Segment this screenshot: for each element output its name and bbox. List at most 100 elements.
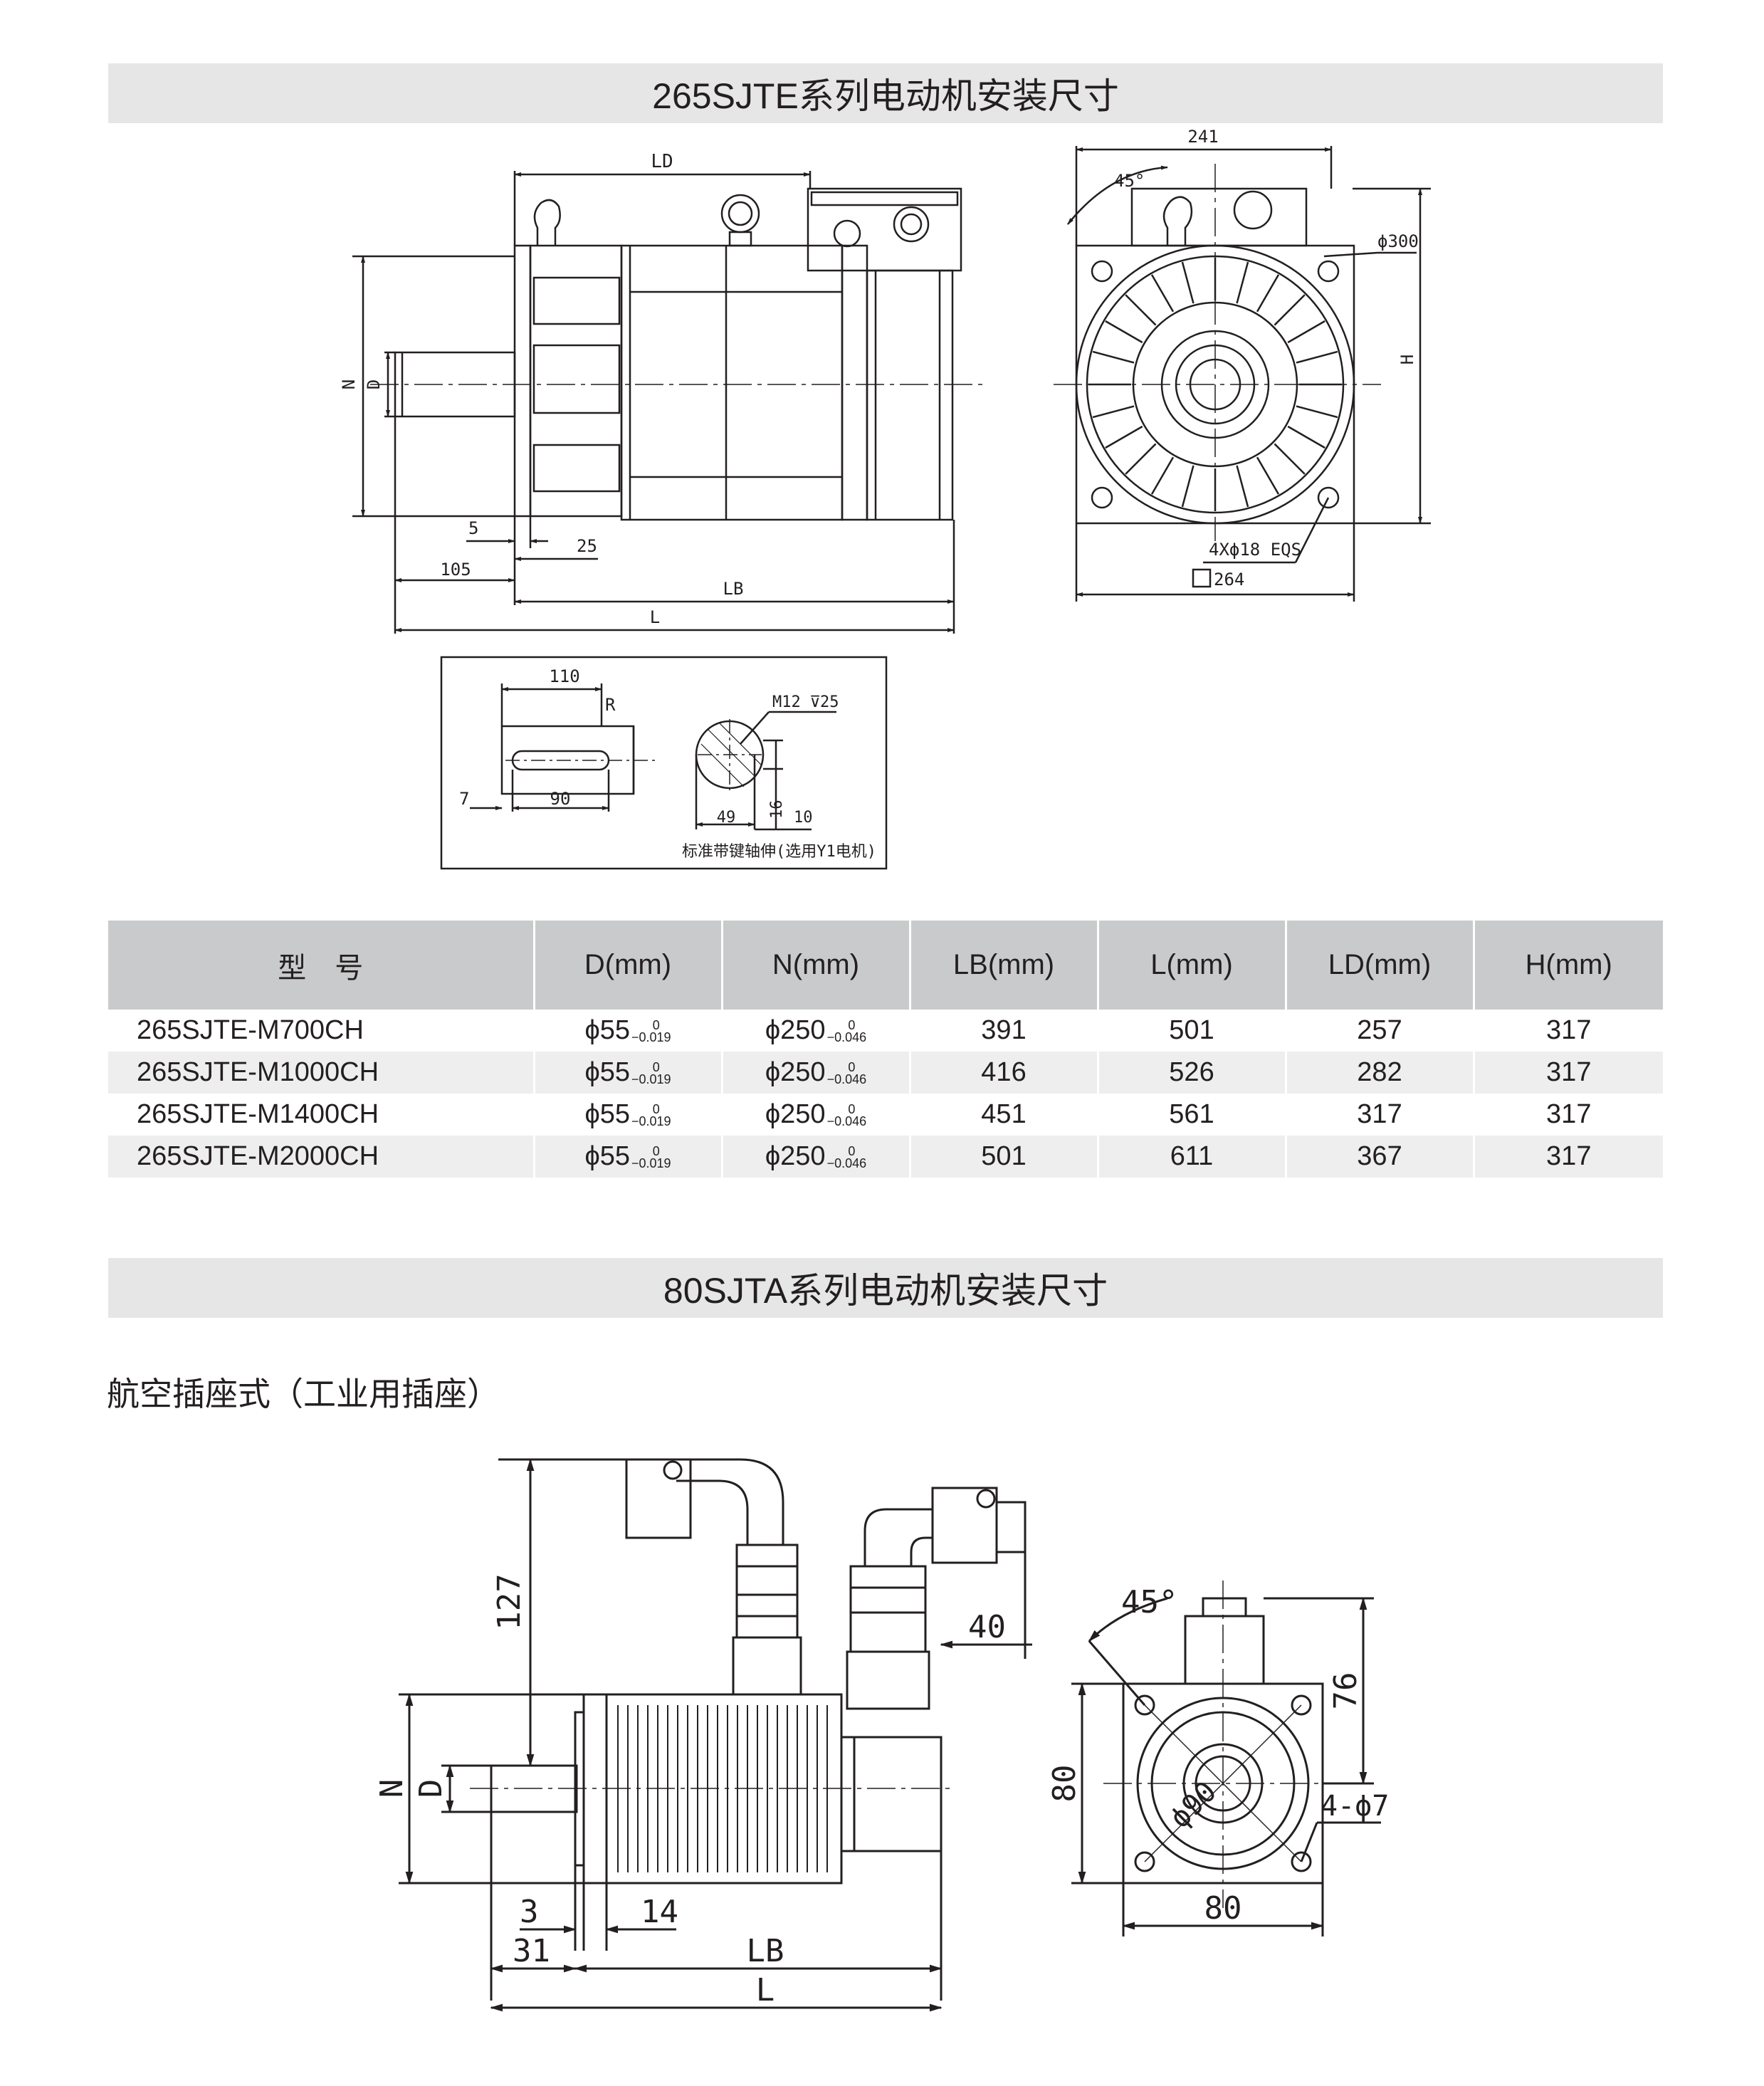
fin-line (1125, 443, 1157, 475)
detail-10: 10 (794, 809, 813, 827)
fin-line (1092, 405, 1135, 419)
rear-cap (840, 1736, 943, 1852)
dim-127: 127 (491, 1573, 527, 1630)
section-title-bar: 265SJTE系列电动机安装尺寸 (108, 63, 1663, 123)
terminal-box-top (1130, 187, 1308, 247)
detail-m12: M12 (772, 693, 801, 711)
motor-80-side-view: 127 40 N D 3 14 31 LB L (374, 1458, 1032, 2012)
cell-model: 265SJTE-M1000CH (108, 1052, 535, 1094)
fin-line (1092, 350, 1135, 364)
dim-d: D (364, 379, 384, 389)
mount-hole (1317, 260, 1340, 283)
mount-hole (1291, 1851, 1312, 1872)
cell-ld: 282 (1286, 1052, 1475, 1094)
cell-lb: 501 (910, 1136, 1099, 1178)
fin-line (1236, 465, 1249, 508)
dim-h: H (1397, 355, 1417, 365)
fin-line (1287, 425, 1325, 449)
dim-105: 105 (440, 560, 471, 580)
connector-top (1184, 1615, 1265, 1685)
dim-l: L (650, 607, 660, 627)
fin-line (1181, 261, 1195, 304)
shaft-detail: 110 R 7 90 M12 ⊽ 25 49 16 10 标准带键轴伸(选用Y1… (440, 656, 888, 870)
dim-holes: 4Xϕ18 EQS (1209, 540, 1301, 560)
section-title: 265SJTE系列电动机安装尺寸 (652, 76, 1119, 116)
terminal-box (807, 187, 962, 272)
eye-bolt (720, 194, 760, 234)
cell-h: 317 (1546, 1099, 1592, 1129)
dim-dia90: ϕ90 (1164, 1775, 1224, 1835)
cell-model: 265SJTE-M700CH (108, 1010, 535, 1052)
cell-l: 526 (1098, 1052, 1287, 1094)
motor-265-front-view: 241 45° ϕ300 H 4Xϕ18 EQS 264 (1054, 127, 1431, 602)
fin-line (1105, 425, 1143, 449)
mount-hole (1134, 1694, 1155, 1716)
fin-line (1256, 456, 1280, 495)
dim-n: N (339, 379, 359, 389)
cell-lb: 391 (910, 1010, 1099, 1052)
table-header-row: 型 号 D(mm) N(mm) LB(mm) L(mm) LD(mm) H(mm… (108, 921, 1663, 1010)
connector-base (732, 1636, 802, 1696)
fin-line (1296, 405, 1338, 419)
dim-31: 31 (513, 1933, 550, 1969)
cell-ld: 317 (1286, 1094, 1475, 1136)
section-subtitle: 航空插座式（工业用插座） (107, 1375, 500, 1412)
section-title-bar: 80SJTA系列电动机安装尺寸 (108, 1258, 1663, 1318)
detail-90: 90 (550, 789, 571, 809)
dim-dia300: ϕ300 (1377, 231, 1419, 251)
cable-elbow (863, 1508, 933, 1566)
dim-14: 14 (641, 1894, 678, 1930)
fin-line (1150, 274, 1175, 313)
col-header-d: D(mm) (534, 921, 723, 1010)
cell-h: 317 (1474, 1136, 1663, 1178)
dim-5: 5 (468, 518, 478, 538)
col-header-model: 型 号 (108, 921, 535, 1010)
mount-hole (1091, 486, 1113, 509)
section-title: 80SJTA系列电动机安装尺寸 (663, 1271, 1108, 1311)
detail-49: 49 (717, 809, 736, 827)
dim-241: 241 (1187, 127, 1218, 147)
detail-16: 16 (768, 800, 786, 819)
cell-l: 501 (1098, 1010, 1287, 1052)
spec-table: 型 号 D(mm) N(mm) LB(mm) L(mm) LD(mm) H(mm… (108, 921, 1663, 1178)
cell-ld: 257 (1286, 1010, 1475, 1052)
detail-frame (440, 656, 888, 870)
fin-line (1125, 294, 1157, 326)
detail-110: 110 (549, 666, 579, 686)
flange (513, 244, 532, 518)
cable-elbow (676, 1479, 749, 1545)
dim-lb: LB (747, 1933, 784, 1969)
detail-25: 25 (820, 693, 839, 711)
dim-80-h: 80 (1204, 1890, 1242, 1927)
col-header-ld: LD(mm) (1286, 921, 1475, 1010)
fin-line (1296, 350, 1338, 364)
dim-d: D (413, 1779, 449, 1798)
col-header-h: H(mm) (1474, 921, 1663, 1010)
fin-line (1181, 465, 1195, 508)
fin-line (1150, 456, 1175, 495)
detail-caption: 标准带键轴伸(选用Y1电机) (682, 843, 876, 861)
detail-7: 7 (459, 789, 469, 809)
dim-n: N (374, 1779, 410, 1798)
fin-line (1256, 274, 1280, 313)
dim-angle: 45° (1114, 171, 1145, 191)
detail-r: R (605, 695, 616, 715)
dim-l: L (756, 1972, 775, 2008)
dim-ld: LD (651, 151, 673, 172)
dim-264: 264 (1214, 570, 1244, 589)
cell-ld: 367 (1286, 1136, 1475, 1178)
connector-base (846, 1650, 930, 1710)
dim-lb: LB (723, 579, 744, 599)
dim-76: 76 (1328, 1672, 1364, 1710)
cell-l: 611 (1098, 1136, 1287, 1178)
mount-hole (1291, 1694, 1312, 1716)
